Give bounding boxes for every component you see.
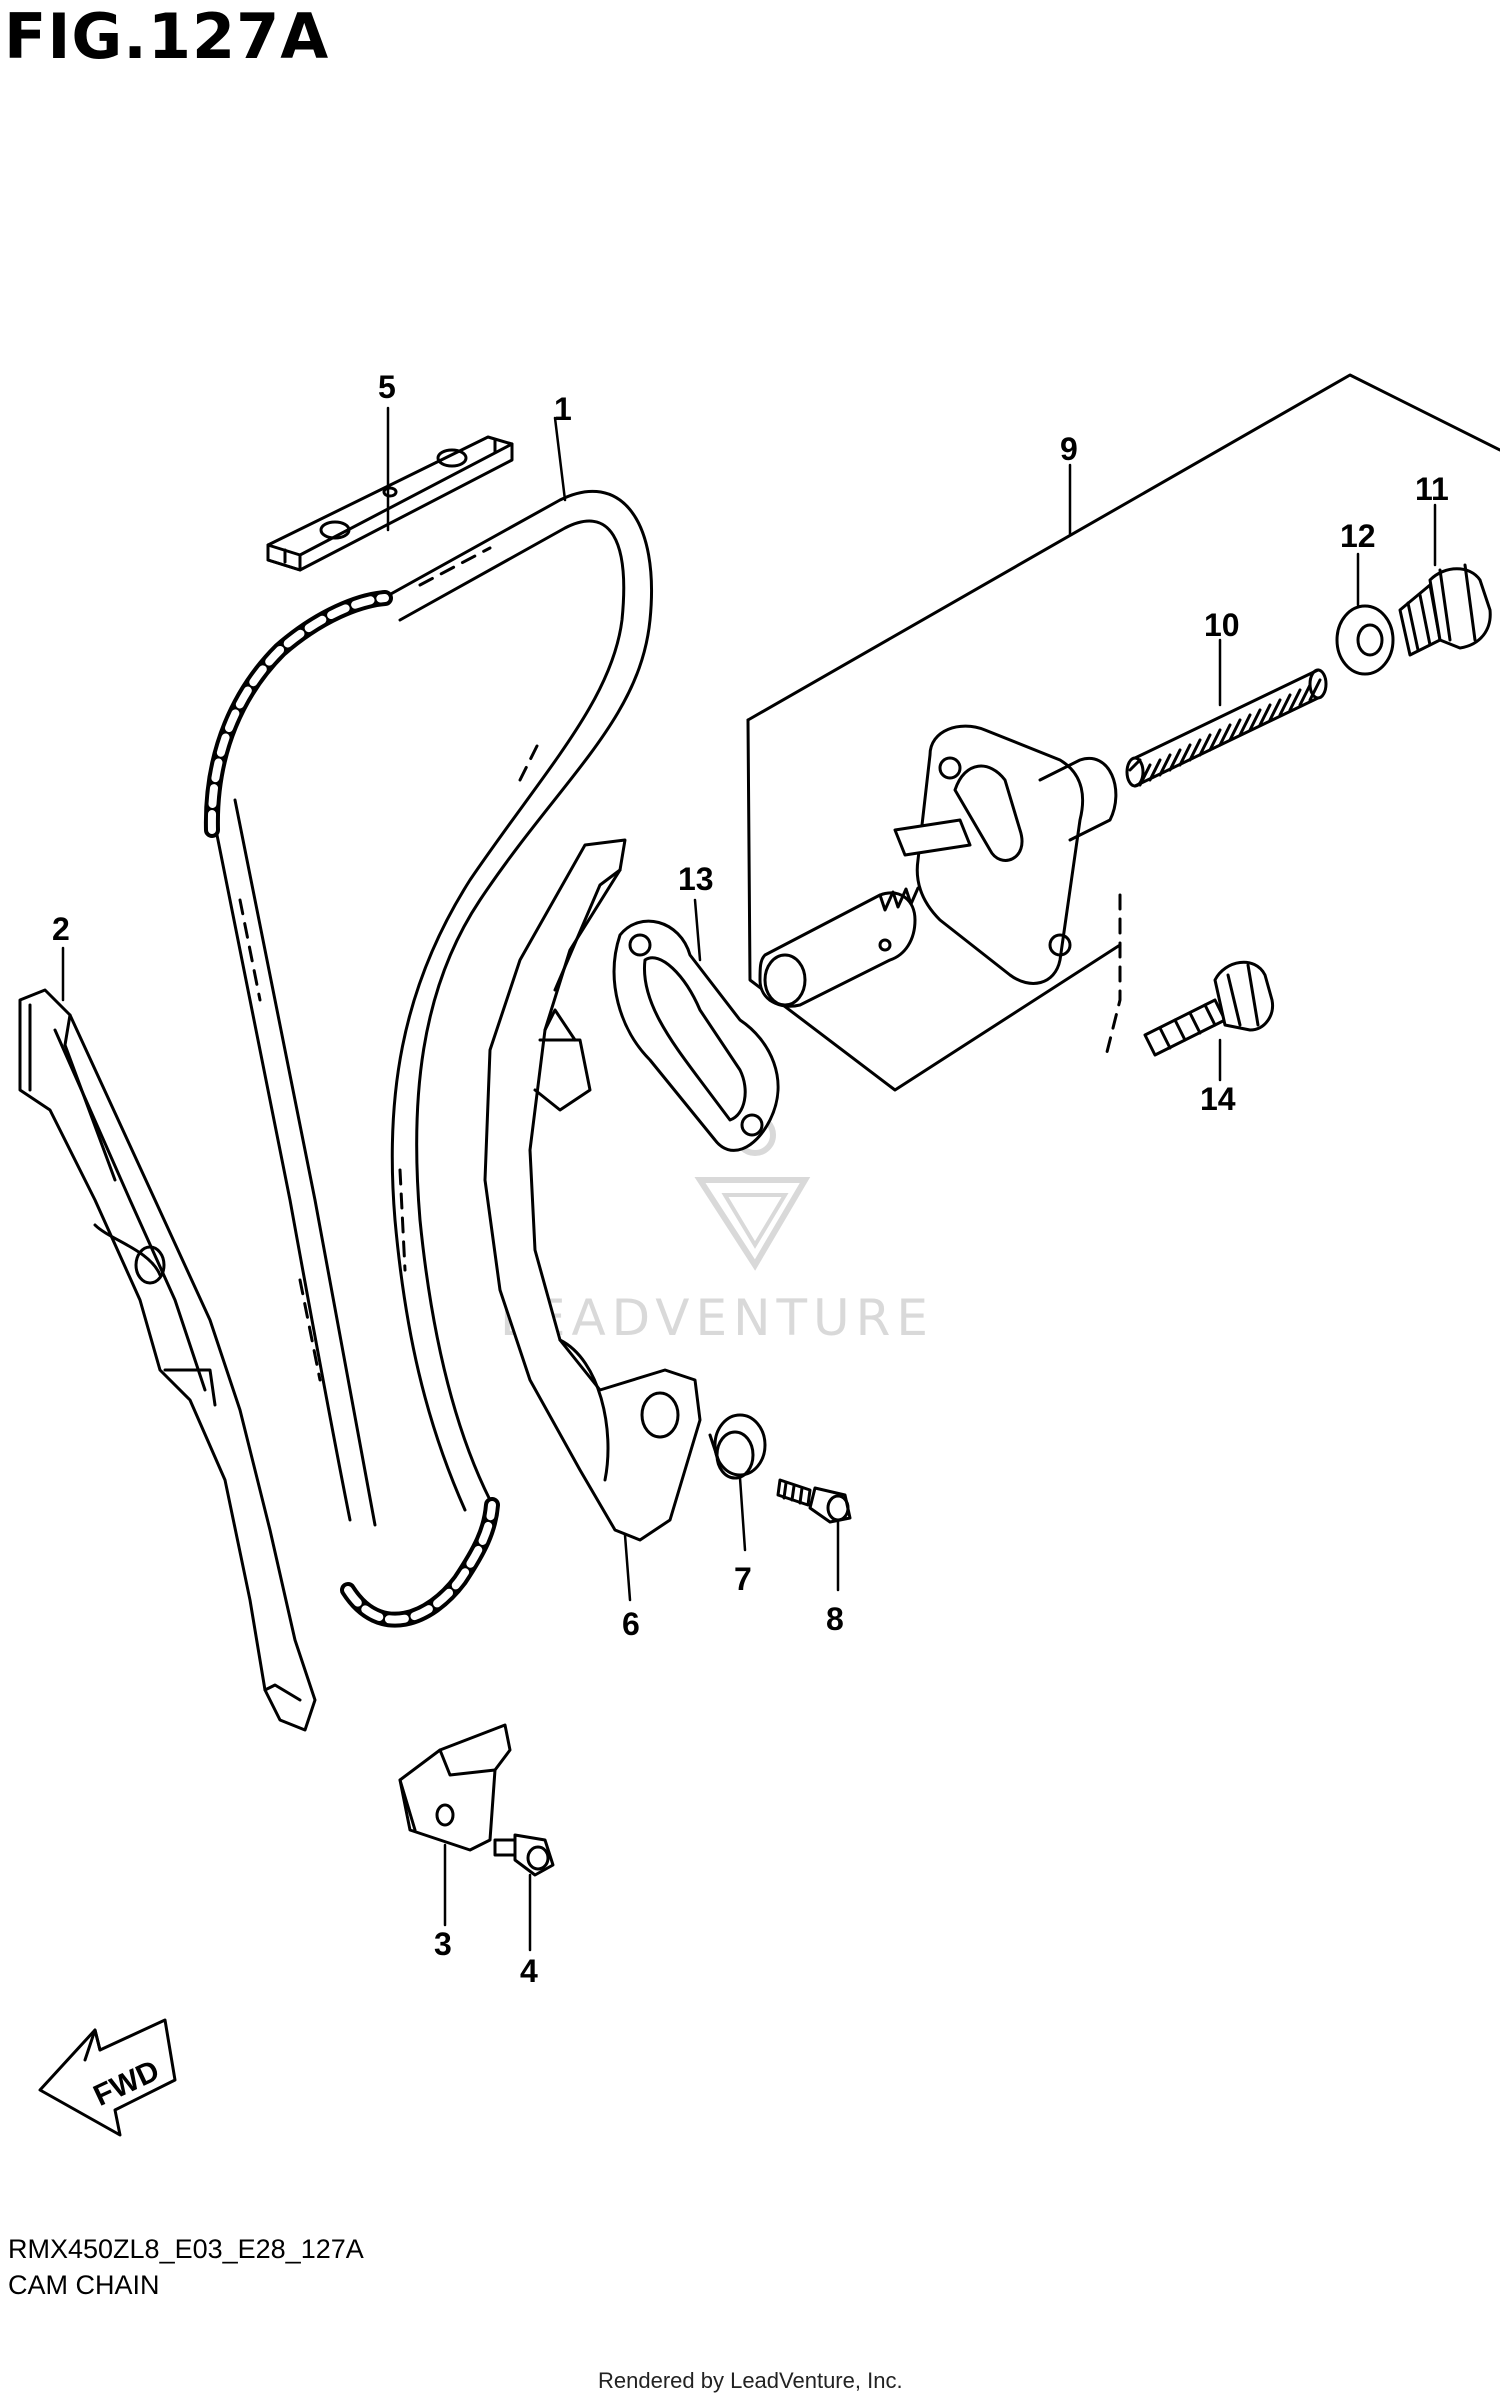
render-credit: Rendered by LeadVenture, Inc. — [598, 2368, 903, 2393]
part-11-plug[interactable] — [1398, 563, 1492, 657]
callout-7: 7 — [734, 1561, 752, 1597]
callout-1: 1 — [554, 391, 572, 427]
part-12-washer[interactable] — [1335, 604, 1395, 676]
part-2-cam-chain-guide[interactable] — [18, 988, 317, 1732]
callout-11: 11 — [1415, 471, 1449, 507]
part-6-tensioner-slipper[interactable] — [483, 838, 702, 1542]
part-4-bolt[interactable] — [493, 1833, 555, 1877]
model-code: RMX450ZL8_E03_E28_127A — [8, 2234, 364, 2264]
figure-name: CAM CHAIN — [8, 2270, 160, 2300]
watermark: LEADVENTURE — [500, 1114, 934, 1347]
callout-6: 6 — [622, 1606, 640, 1642]
part-5-upper-chain-guide[interactable] — [266, 435, 514, 572]
callout-2: 2 — [52, 911, 70, 947]
part-13-gasket[interactable] — [612, 919, 780, 1152]
callout-3: 3 — [434, 1926, 452, 1962]
part-9-tensioner-assembly[interactable] — [746, 373, 1500, 1092]
fwd-arrow — [38, 2018, 177, 2137]
part-3-guide-bracket[interactable] — [398, 1723, 512, 1852]
callout-9: 9 — [1060, 431, 1078, 467]
part-14-bolt[interactable] — [1143, 960, 1275, 1057]
callout-10: 10 — [1204, 607, 1240, 643]
callout-8: 8 — [826, 1601, 844, 1637]
figure-title: FIG.127A — [4, 0, 330, 73]
callout-13: 13 — [678, 861, 714, 897]
callout-12: 12 — [1340, 518, 1376, 554]
part-1-cam-chain[interactable] — [203, 489, 653, 1628]
callout-4: 4 — [520, 1953, 538, 1989]
part-8-bolt[interactable] — [776, 1478, 852, 1524]
part-10-spring[interactable] — [1125, 668, 1328, 788]
watermark-text: LEADVENTURE — [500, 1289, 934, 1347]
callout-5: 5 — [378, 369, 396, 405]
part-7-collar[interactable] — [708, 1413, 767, 1480]
leader-lines — [61, 406, 1437, 1952]
callout-14: 14 — [1200, 1081, 1236, 1117]
